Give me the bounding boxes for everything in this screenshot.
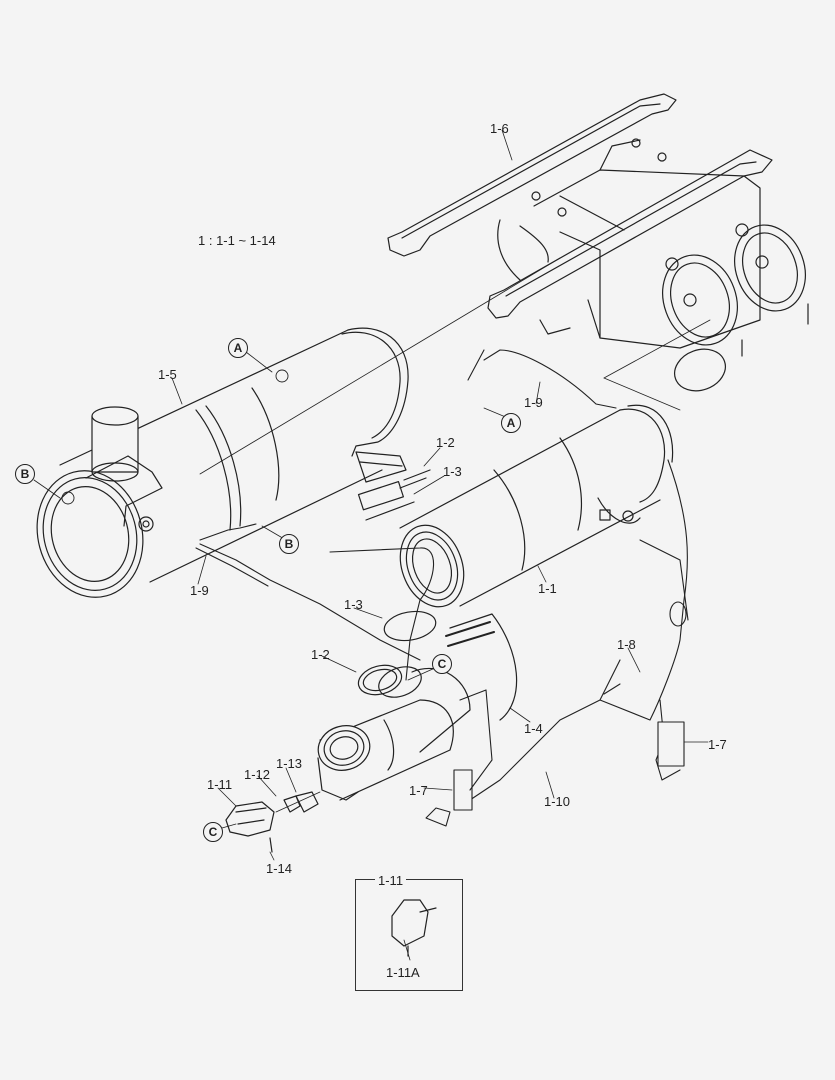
canister-1-1 [399, 404, 674, 608]
part-label-1-7: 1-7 [409, 783, 428, 798]
callout-c: C [203, 822, 223, 842]
callout-b: B [15, 464, 35, 484]
part-label-1-7: 1-7 [708, 737, 727, 752]
bracket-clamps [539, 223, 809, 392]
part-label-1-9: 1-9 [524, 395, 543, 410]
callout-a: A [228, 338, 248, 358]
callout-b: B [279, 534, 299, 554]
inset-detail-box [355, 879, 463, 991]
canister-1-5 [36, 327, 409, 598]
callout-c: C [432, 654, 452, 674]
part-label-1-3: 1-3 [344, 597, 363, 612]
part-label-1-4: 1-4 [524, 721, 543, 736]
part-label-1-14: 1-14 [266, 861, 293, 876]
inset-part-label: 1-11A [386, 965, 420, 980]
gaskets-and-clamps [357, 469, 437, 696]
inset-sensor-drawing [391, 899, 437, 961]
part-label-1-8: 1-8 [617, 637, 636, 652]
pressure-sensor-assembly [225, 791, 321, 853]
part-label-1-12: 1-12 [244, 767, 271, 782]
part-label-1-9: 1-9 [190, 583, 209, 598]
scope-note: 1 : 1-1 ~ 1-14 [198, 233, 276, 248]
mounting-bracket [387, 93, 773, 349]
part-label-1-11: 1-11 [207, 777, 233, 792]
part-label-1-5: 1-5 [158, 367, 177, 382]
callout-a: A [501, 413, 521, 433]
part-label-1-1: 1-1 [538, 581, 557, 596]
part-label-1-3: 1-3 [443, 464, 462, 479]
part-label-1-10: 1-10 [544, 794, 571, 809]
elbow-pipe-1-4 [317, 613, 518, 801]
leader-lines [33, 129, 709, 861]
part-label-1-13: 1-13 [276, 756, 303, 771]
part-label-1-2: 1-2 [311, 647, 330, 662]
part-label-1-2: 1-2 [436, 435, 455, 450]
sensor-harness [195, 349, 689, 827]
part-label-1-6: 1-6 [490, 121, 509, 136]
inset-title: 1-11 [375, 874, 407, 888]
